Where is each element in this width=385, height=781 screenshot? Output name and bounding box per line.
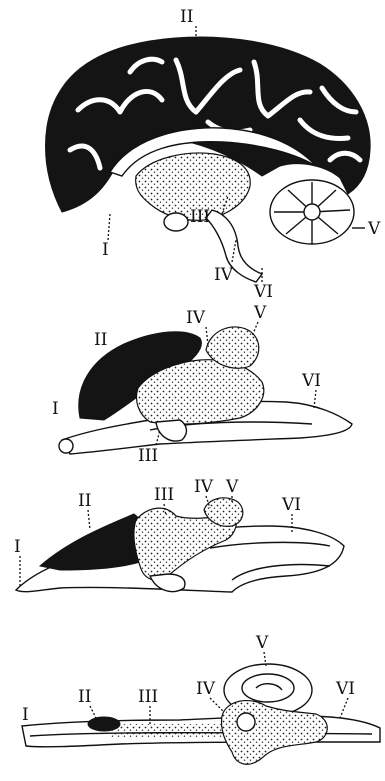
label-IV-stage4: IV [196, 679, 216, 699]
label-VI-adult: VI [253, 282, 273, 302]
label-I-adult: I [102, 240, 109, 260]
label-I-stage4: I [22, 705, 29, 725]
label-II-stage3: II [78, 491, 91, 511]
hindbrain-cluster [221, 701, 327, 765]
forebrain [88, 717, 120, 731]
label-II-adult: II [180, 7, 193, 27]
label-III-stage3: III [154, 485, 174, 505]
cerebellum [270, 180, 354, 244]
forebrain [40, 514, 146, 570]
label-I-stage3: I [14, 537, 21, 557]
label-V-stage3: V [225, 477, 239, 497]
label-VI-stage3: VI [281, 495, 301, 515]
olfactory-bulb [59, 439, 73, 453]
label-IV-adult: IV [214, 265, 234, 285]
label-III-stage2: III [138, 446, 158, 466]
label-V-adult: V [367, 219, 381, 239]
panel-stage-3: I II III IV V VI [14, 477, 344, 592]
panel-stage-2: I II III IV V VI [52, 303, 352, 466]
panel-stage-4: I II III IV V VI [22, 633, 380, 764]
panel-adult-brain: II I III IV V VI [46, 7, 382, 302]
label-V-stage2: V [253, 303, 267, 323]
pituitary [164, 213, 188, 231]
label-IV-stage3: IV [194, 477, 214, 497]
label-I-stage2: I [52, 399, 59, 419]
label-III-stage4: III [138, 687, 158, 707]
label-VI-stage4: VI [335, 679, 355, 699]
label-IV-stage2: IV [186, 308, 206, 328]
label-V-stage4: V [255, 633, 269, 653]
label-II-stage2: II [94, 330, 107, 350]
ventricle [237, 713, 255, 731]
label-VI-stage2: VI [301, 371, 321, 391]
label-III-adult: III [190, 207, 210, 227]
label-II-stage4: II [78, 687, 91, 707]
